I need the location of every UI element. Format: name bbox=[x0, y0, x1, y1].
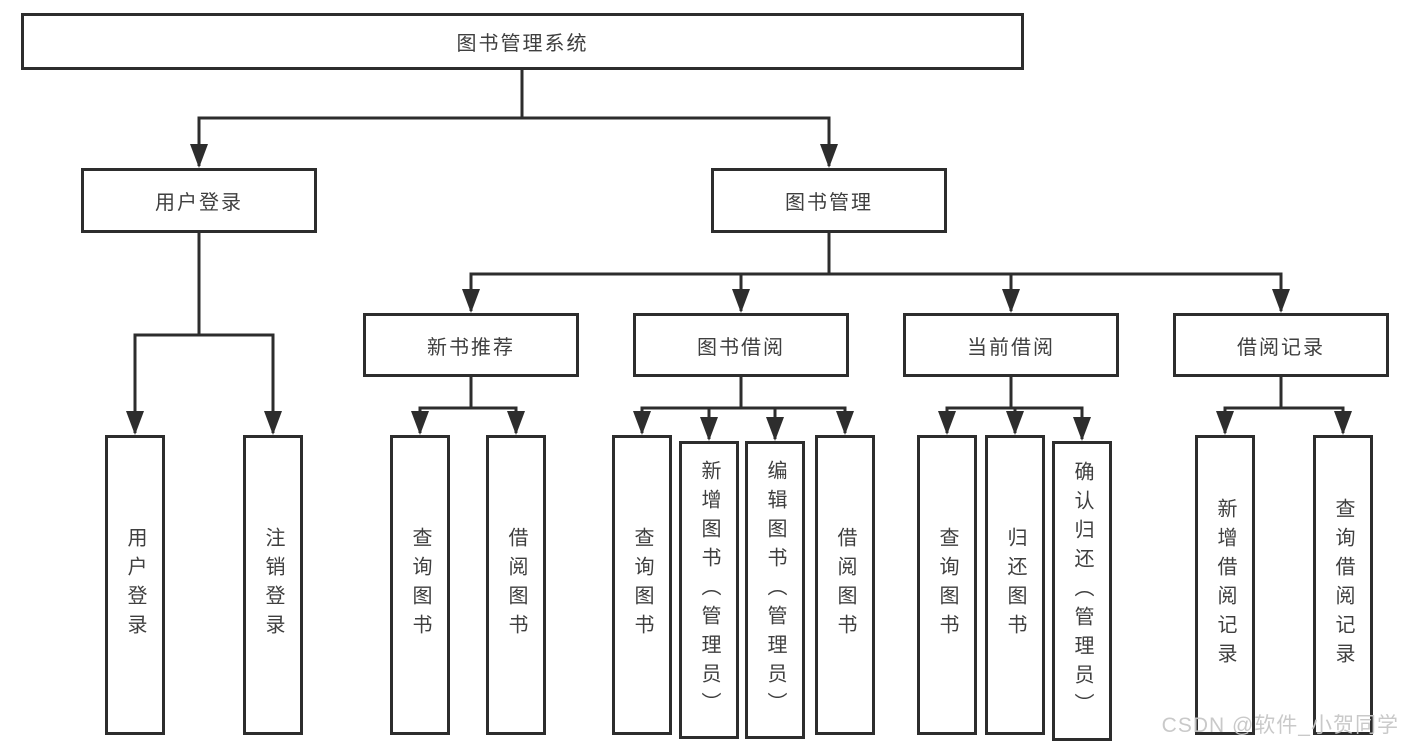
leaf-label: 查询图书 bbox=[409, 527, 431, 643]
leaf-label: 归还图书 bbox=[1004, 527, 1026, 643]
leaf-query-books-current: 查询图书 bbox=[917, 435, 977, 735]
node-label: 用户登录 bbox=[155, 192, 243, 214]
node-label: 新书推荐 bbox=[427, 336, 515, 359]
leaf-query-books-borrowing: 查询图书 bbox=[612, 435, 672, 735]
leaf-confirm-return-admin: 确认归还（管理员） bbox=[1052, 441, 1112, 741]
leaf-user-login: 用户登录 bbox=[105, 435, 165, 735]
leaf-label: 新增借阅记录 bbox=[1214, 498, 1236, 672]
leaf-label: 确认归还（管理员） bbox=[1071, 460, 1093, 722]
node-label: 当前借阅 bbox=[967, 336, 1055, 359]
leaf-add-borrow-record: 新增借阅记录 bbox=[1195, 435, 1255, 735]
leaf-label: 注销登录 bbox=[262, 527, 284, 643]
node-book-borrowing: 图书借阅 bbox=[633, 313, 849, 377]
csdn-watermark: CSDN @软件_小贺同学 bbox=[1161, 714, 1399, 737]
leaf-edit-books-admin: 编辑图书（管理员） bbox=[745, 441, 805, 739]
leaf-label: 借阅图书 bbox=[834, 527, 856, 643]
node-user-login: 用户登录 bbox=[81, 168, 317, 233]
node-label: 图书管理 bbox=[785, 192, 873, 214]
node-borrowing-records: 借阅记录 bbox=[1173, 313, 1389, 377]
node-book-management: 图书管理 bbox=[711, 168, 947, 233]
node-label: 借阅记录 bbox=[1237, 336, 1325, 359]
leaf-label: 查询图书 bbox=[936, 527, 958, 643]
leaf-label: 查询图书 bbox=[631, 527, 653, 643]
node-library-management-system: 图书管理系统 bbox=[21, 13, 1024, 70]
node-new-book-recommend: 新书推荐 bbox=[363, 313, 579, 377]
leaf-borrow-books-recommend: 借阅图书 bbox=[486, 435, 546, 735]
leaf-borrow-books: 借阅图书 bbox=[815, 435, 875, 735]
leaf-logout: 注销登录 bbox=[243, 435, 303, 735]
node-label: 图书管理系统 bbox=[456, 33, 589, 55]
leaf-query-borrow-record: 查询借阅记录 bbox=[1313, 435, 1373, 735]
leaf-query-books-recommend: 查询图书 bbox=[390, 435, 450, 735]
leaf-label: 查询借阅记录 bbox=[1332, 498, 1354, 672]
leaf-label: 编辑图书（管理员） bbox=[764, 459, 786, 721]
leaf-return-books: 归还图书 bbox=[985, 435, 1045, 735]
node-label: 图书借阅 bbox=[697, 336, 785, 359]
leaf-add-books-admin: 新增图书（管理员） bbox=[679, 441, 739, 739]
leaf-label: 借阅图书 bbox=[505, 527, 527, 643]
leaf-label: 新增图书（管理员） bbox=[698, 459, 720, 721]
leaf-label: 用户登录 bbox=[124, 527, 146, 643]
node-current-borrowing: 当前借阅 bbox=[903, 313, 1119, 377]
